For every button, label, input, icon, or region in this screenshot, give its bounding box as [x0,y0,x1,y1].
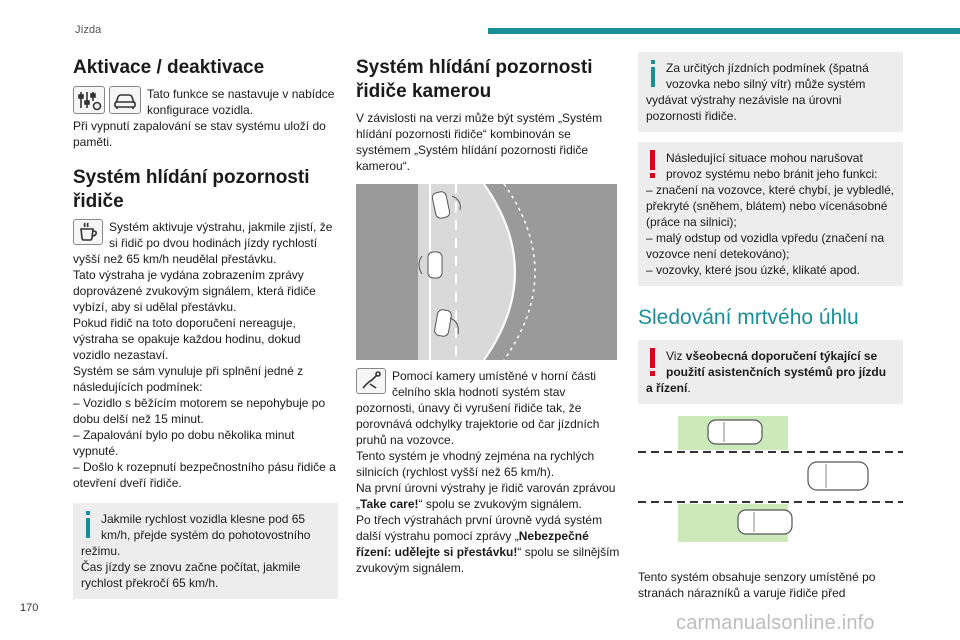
blind-spot-text: Tento systém obsahuje senzory umístěné p… [638,570,876,600]
activation-text-a: Tato funkce se nastavuje v nabídce konfi… [147,87,335,117]
page-number: 170 [20,602,39,614]
info-note-conditions-text: Za určitých jízdních podmínek (špatná vo… [646,61,869,123]
info-note-text-a: Jakmile rychlost vozidla klesne pod 65 k… [81,512,311,558]
activation-text-b: Při vypnutí zapalování se stav systému u… [73,119,326,149]
heading-attention: Systém hlídání pozornosti řidiče [73,167,310,212]
camera-para-4: Po třech výstrahách první úrovně vydá sy… [356,513,620,575]
header-accent-rule [488,28,960,34]
reference-text: Viz všeobecná doporučení týkající se pou… [646,349,887,395]
camera-para-2: Tento systém je vhodný zejména na rychlý… [356,449,595,479]
info-note-text-b: Čas jízdy se znovu začne počítat, jakmil… [81,560,301,590]
warning-item-2: – malý odstup od vozidla vpředu (značení… [646,231,885,261]
camera-block: Pomocí kamery umístěné v horní části čel… [356,368,621,576]
coffee-cup-icon [73,219,103,245]
camera-intro: V závislosti na verzi může být systém „S… [356,111,603,173]
settings-icons [73,86,141,114]
settings-menu-icon [73,86,105,114]
heading-activation: Aktivace / deaktivace [73,57,265,78]
warning-exclamation-icon [646,150,660,178]
camera-para-3: Na první úrovni výstrahy je řidič varová… [356,481,616,511]
activation-block: Tato funkce se nastavuje v nabídce konfi… [73,86,338,150]
warning-intro: Následující situace mohou narušovat prov… [666,151,878,181]
info-note-speed: Jakmile rychlost vozidla klesne pod 65 k… [73,503,338,599]
attention-para-2: Tato výstraha je vydána zobrazením zpráv… [73,268,316,314]
heading-blind-spot: Sledování mrtvého úhlu [638,306,859,329]
watermark: carmanualsonline.info [676,612,875,634]
column-1: Aktivace / deaktivace [73,52,338,599]
blind-spot-illustration [638,414,903,559]
attention-para-4: Systém se sám vynuluje při splnění jedné… [73,364,304,394]
condition-item-3: – Došlo k rozepnutí bezpečnostního pásu … [73,460,336,490]
running-head: Jízda [75,24,102,36]
column-2: Systém hlídání pozornosti řidiče kamerou… [356,52,621,576]
info-icon [81,511,95,539]
camera-icon-wrap [356,368,386,394]
coffee-icon-wrap [73,219,103,245]
heading-camera-attention: Systém hlídání pozornosti řidiče kamerou [356,57,593,102]
warning-exclamation-icon [646,348,660,376]
warning-note-reference: Viz všeobecná doporučení týkající se pou… [638,340,903,404]
camera-text: Pomocí kamery umístěné v horní části čel… [356,369,600,447]
warning-note-disruptions: Následující situace mohou narušovat prov… [638,142,903,286]
column-3: Za určitých jízdních podmínek (špatná vo… [638,52,903,601]
attention-block: Systém aktivuje výstrahu, jakmile zjistí… [73,219,338,491]
lane-drift-illustration [356,184,617,360]
condition-item-1: – Vozidlo s běžícím motorem se nepohybuj… [73,396,326,426]
warning-item-3: – vozovky, které jsou úzké, klikaté apod… [646,263,860,277]
attention-para-3: Pokud řidič na toto doporučení nereaguje… [73,316,301,362]
condition-item-2: – Zapalování bylo po dobu několika minut… [73,428,295,458]
car-icon [109,86,141,114]
info-note-conditions: Za určitých jízdních podmínek (špatná vo… [638,52,903,132]
info-icon [646,60,660,88]
steering-hand-icon [356,368,386,394]
attention-text: Systém aktivuje výstrahu, jakmile zjistí… [73,220,333,266]
warning-item-1: – značení na vozovce, které chybí, je vy… [646,183,895,229]
